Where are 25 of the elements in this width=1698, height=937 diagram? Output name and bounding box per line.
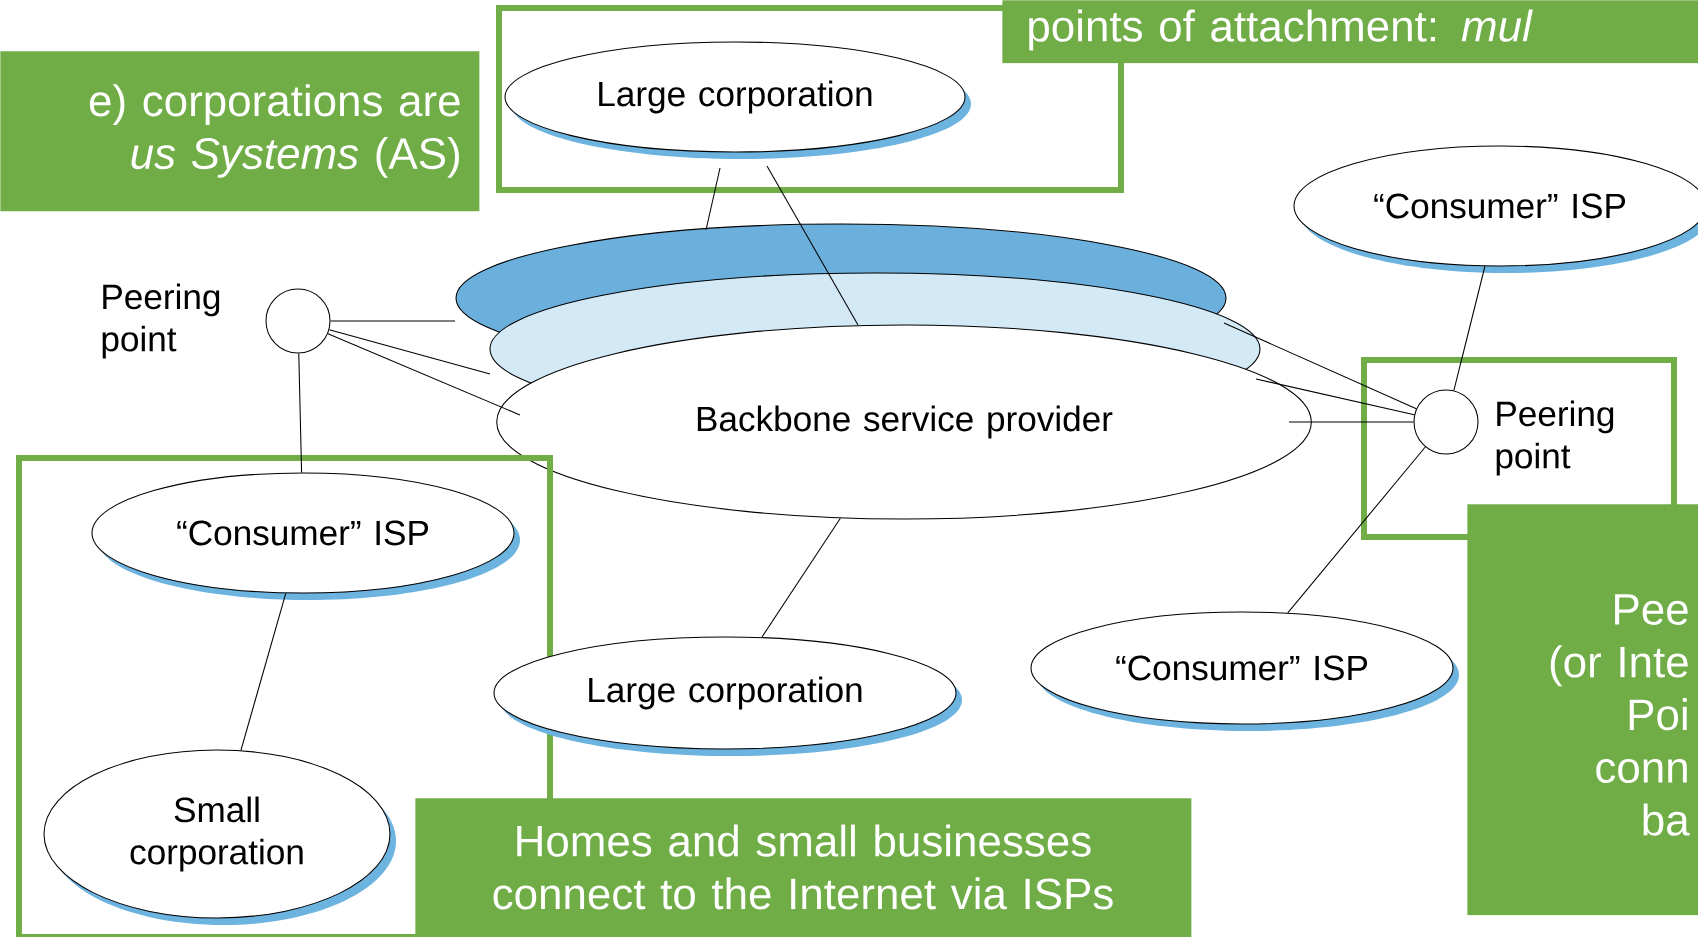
callout-box: points of attachment: mul xyxy=(1002,0,1698,64)
connector-line xyxy=(1255,378,1415,416)
ellipse-node: Large corporation xyxy=(504,41,971,159)
ellipse-node: “Consumer” ISP xyxy=(1293,145,1698,273)
connector-line xyxy=(761,517,841,638)
backbone-ellipse-stack: Backbone service provider xyxy=(455,223,1312,520)
ellipse-node: Small corporation xyxy=(43,749,396,925)
connector-line xyxy=(330,320,456,322)
callout-box: Homes and small businesses connect to the Internet via ISPs xyxy=(415,798,1192,937)
callout-box: e) corporations are us Systems (AS) xyxy=(0,51,480,212)
connector-line xyxy=(327,333,521,416)
connector-line xyxy=(1287,446,1426,614)
connector-line xyxy=(298,353,303,473)
node-label: Peering point xyxy=(102,283,220,359)
connector-line xyxy=(1223,322,1417,410)
connector-line xyxy=(328,329,491,375)
node-label: Peering point xyxy=(1496,400,1614,476)
ellipse-node: Large corporation xyxy=(493,636,962,756)
callout-box: Pee (or Inte Poi conn ba xyxy=(1467,504,1698,916)
connector-line xyxy=(766,165,859,326)
connector-line xyxy=(1453,265,1486,391)
ellipse-node: “Consumer” ISP xyxy=(1030,611,1459,731)
connector-line xyxy=(240,592,287,751)
ellipse-node: “Consumer” ISP xyxy=(91,472,520,600)
connector-line xyxy=(1288,421,1414,423)
